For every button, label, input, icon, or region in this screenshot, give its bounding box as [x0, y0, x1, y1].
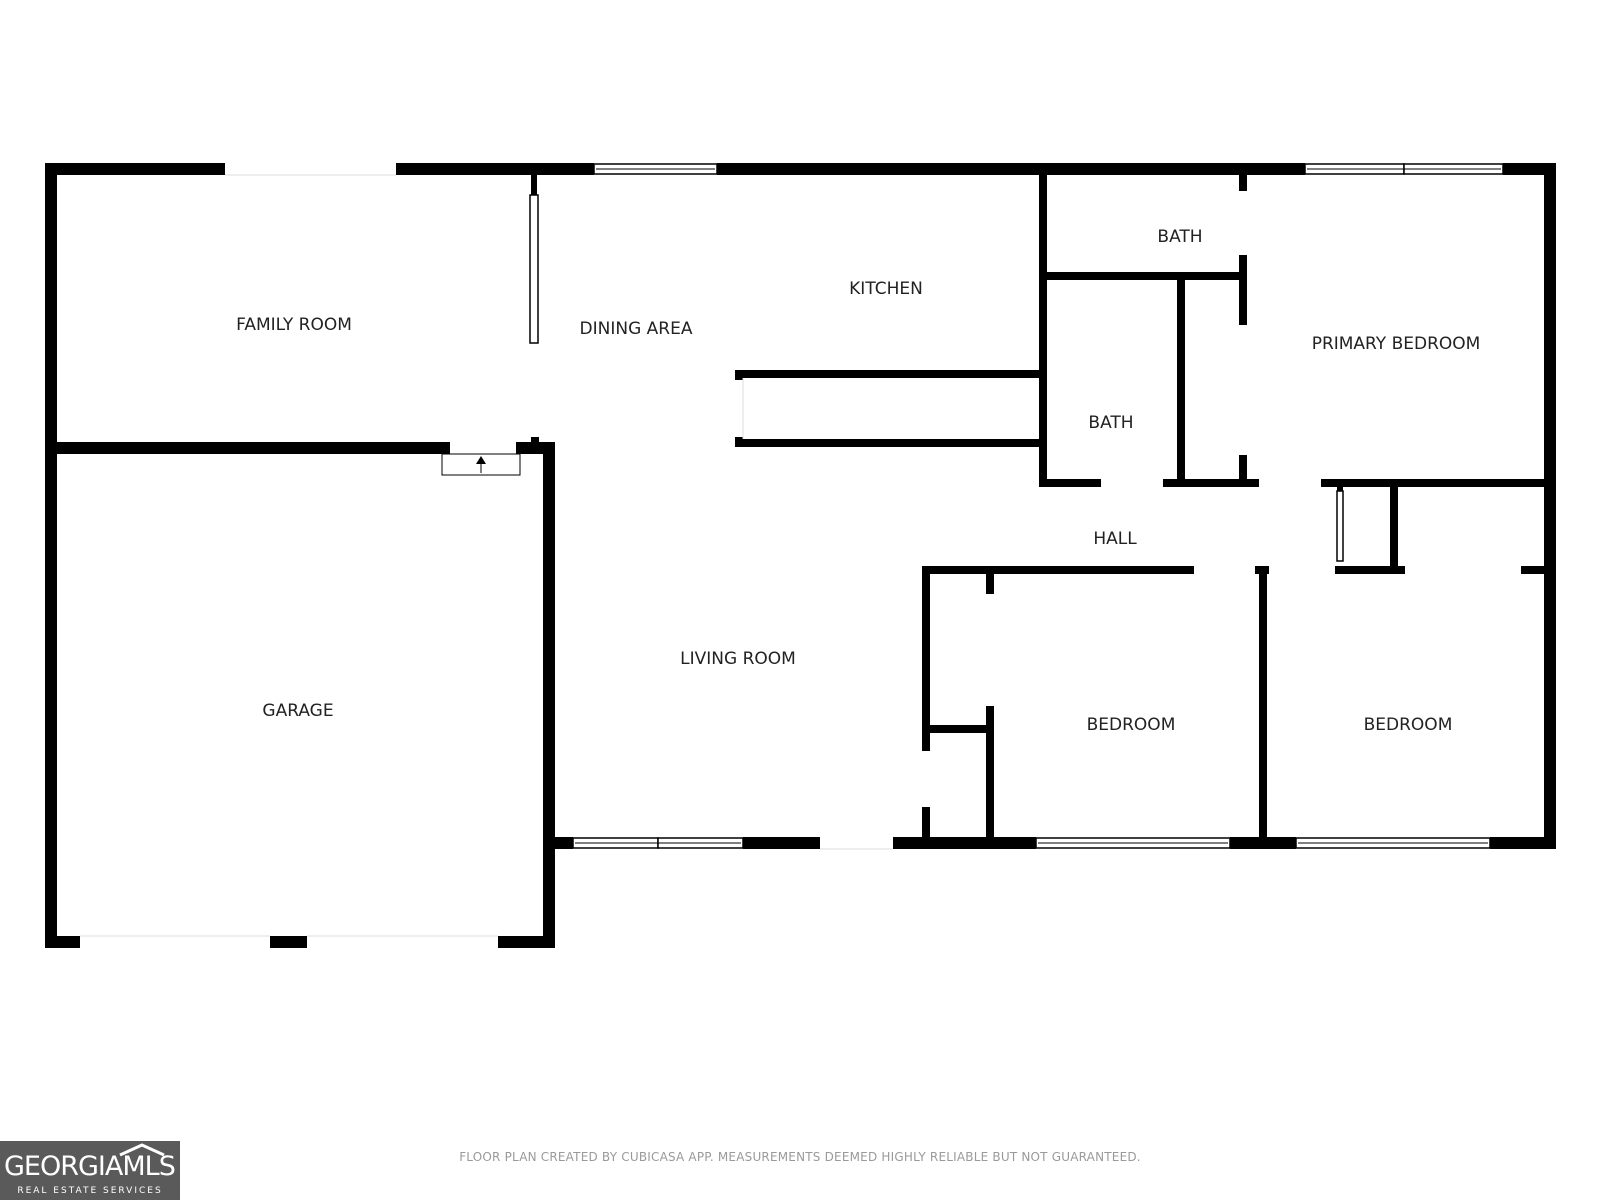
wall-bath-top-right-a	[1239, 175, 1247, 191]
wall-kitchen-right	[1039, 175, 1047, 487]
label-kitchen: KITCHEN	[849, 279, 923, 299]
arrow-up-icon	[476, 456, 486, 464]
wall-garage-bottom-mid	[270, 936, 307, 948]
windows	[529, 163, 1504, 849]
wall-bedrooms-top-c	[1335, 566, 1405, 574]
wall-bottom-d	[1230, 837, 1296, 849]
garage-stair	[441, 453, 521, 476]
wall-garage-bottom-left	[45, 936, 80, 948]
wall-closet-left	[1177, 278, 1185, 487]
wall-top-right	[1503, 163, 1556, 175]
logo-text-georgia: GEORGIA	[4, 1151, 123, 1182]
label-bath-top: BATH	[1157, 227, 1202, 247]
wall-kitchen-peninsula-bottom	[735, 439, 1045, 447]
wall-kitchen-peninsula-cap-top	[735, 370, 743, 380]
wall-closet-block-left-b	[922, 807, 930, 849]
wall-closet-block-right-b	[986, 706, 994, 849]
wall-bath-top-right-b	[1239, 255, 1247, 325]
room-labels: FAMILY ROOM DINING AREA KITCHEN BATH PRI…	[236, 227, 1480, 735]
wall-bedrooms-top-d	[1521, 566, 1556, 574]
footer-disclaimer: FLOOR PLAN CREATED BY CUBICASA APP. MEAS…	[459, 1150, 1141, 1164]
label-primary-bedroom: PRIMARY BEDROOM	[1312, 334, 1481, 354]
wall-top-left	[45, 163, 225, 175]
wall-post-family-dining-low	[531, 437, 539, 447]
wall-bath-bottom-b	[1163, 479, 1259, 487]
wall-closet-block-right-a	[986, 566, 994, 594]
wall-bath-bottom-a	[1039, 479, 1101, 487]
wall-hall-closet-left	[1337, 479, 1343, 491]
wall-post-family-dining	[531, 175, 537, 195]
wall-garage-bottom-right	[498, 936, 555, 948]
wall-family-garage	[45, 442, 450, 454]
wall-garage-right	[543, 442, 555, 948]
door-hall-closet	[1336, 490, 1344, 562]
logo-tagline: REAL ESTATE SERVICES	[17, 1186, 163, 1196]
wall-bath-top-right-c	[1239, 455, 1247, 487]
georgia-mls-logo: GEORGIAMLS REAL ESTATE SERVICES	[0, 1141, 180, 1200]
label-dining-area: DINING AREA	[580, 319, 693, 339]
label-living-room: LIVING ROOM	[680, 649, 796, 669]
wall-bottom-b	[743, 837, 820, 849]
label-hall: HALL	[1093, 529, 1137, 549]
wall-closet-block-mid	[922, 725, 994, 733]
wall-bottom-e	[1490, 837, 1556, 849]
wall-hall-closet-mid	[1390, 479, 1398, 572]
wall-kitchen-peninsula-top	[735, 370, 1045, 378]
wall-bottom-c	[893, 837, 1036, 849]
label-bedroom-1: BEDROOM	[1087, 715, 1176, 735]
wall-primary-bottom	[1321, 479, 1556, 487]
label-bedroom-2: BEDROOM	[1364, 715, 1453, 735]
partition-family-dining	[529, 194, 539, 344]
logo-wordmark: GEORGIAMLS	[4, 1151, 176, 1182]
wall-closet-block-left-a	[922, 566, 930, 751]
wall-kitchen-peninsula-cap-bottom	[735, 437, 743, 447]
label-garage: GARAGE	[262, 701, 333, 721]
wall-between-bedrooms	[1259, 566, 1267, 849]
label-family-room: FAMILY ROOM	[236, 315, 352, 335]
wall-bedrooms-top-a	[922, 566, 1194, 574]
wall-top-mid	[396, 163, 594, 175]
wall-bath-top-bottom	[1039, 272, 1247, 280]
wall-left	[45, 163, 57, 948]
label-bath-middle: BATH	[1088, 413, 1133, 433]
logo-text-mls: MLS	[122, 1151, 175, 1182]
floor-plan: FAMILY ROOM DINING AREA KITCHEN BATH PRI…	[45, 163, 1556, 948]
walls	[45, 163, 1556, 948]
roof-icon	[119, 1143, 165, 1157]
wall-top-kitchen	[717, 163, 1305, 175]
openings	[80, 174, 893, 937]
wall-bottom-a	[543, 837, 573, 849]
wall-right	[1544, 163, 1556, 849]
